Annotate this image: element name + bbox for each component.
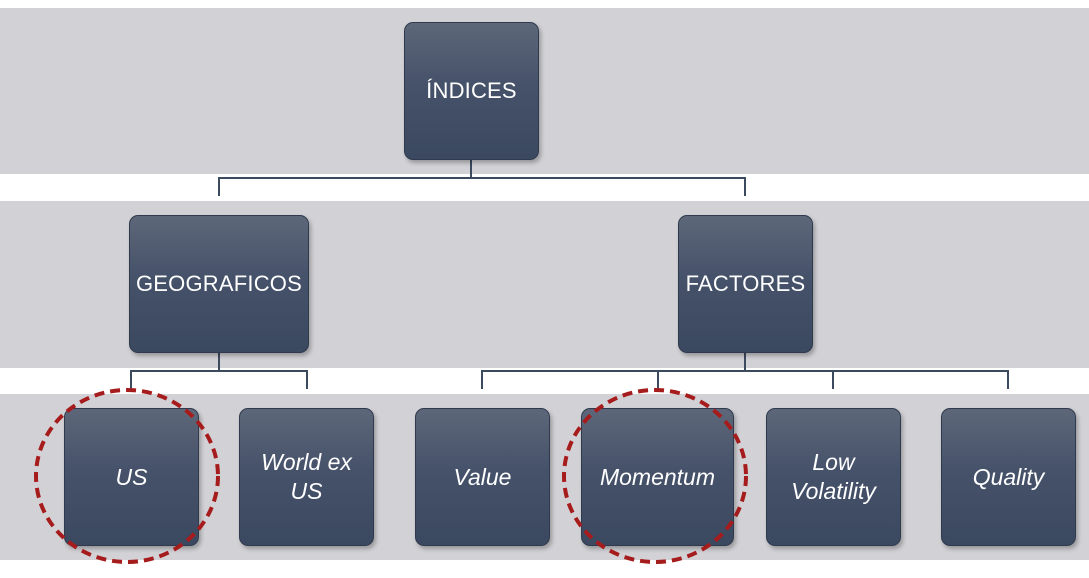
node-value-label: Value [453,463,512,490]
highlight-circle-momentum [562,388,748,564]
node-value[interactable]: Value [415,408,550,546]
node-world-ex-us-label: World ex US [261,449,352,504]
node-geograficos[interactable]: GEOGRAFICOS [129,215,309,353]
node-world-ex-us[interactable]: World ex US [239,408,374,546]
node-geograficos-label: GEOGRAFICOS [136,271,302,296]
node-factores[interactable]: FACTORES [678,215,813,353]
node-momentum-label: Momentum [599,463,716,490]
node-momentum[interactable]: Momentum [581,408,734,546]
connector-factores [481,353,1009,389]
node-indices[interactable]: ÍNDICES [404,22,539,160]
node-us-label: US [115,463,148,490]
connector-root [218,160,746,196]
node-factores-label: FACTORES [685,271,806,296]
node-low-volatility-label: Low Volatility [791,449,876,504]
node-low-volatility[interactable]: Low Volatility [766,408,901,546]
node-quality[interactable]: Quality [941,408,1076,546]
connector-geograficos [130,353,308,389]
node-indices-label: ÍNDICES [426,78,517,103]
node-quality-label: Quality [972,463,1045,490]
band-level-1 [0,8,1089,174]
highlight-circle-us [34,388,220,564]
node-us[interactable]: US [64,408,199,546]
